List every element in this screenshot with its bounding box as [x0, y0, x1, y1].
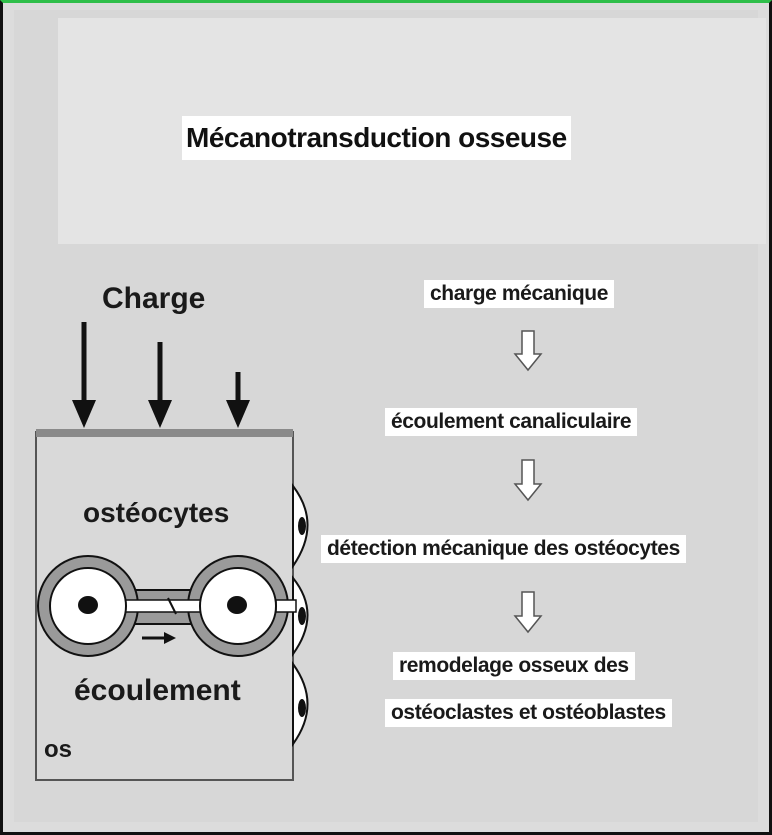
step-canalicular-flow: écoulement canaliculaire: [385, 408, 638, 436]
charge-label: Charge: [102, 282, 206, 315]
step-arrow-2: [513, 459, 543, 502]
osteocytes-label: ostéocytes: [83, 497, 230, 528]
step-bone-remodeling-line2: ostéoclastes et ostéoblastes: [385, 699, 672, 727]
lining-cells: [292, 483, 309, 748]
osteocyte-pair: [37, 555, 297, 657]
load-arrow-1: [72, 322, 96, 428]
diagram-title: Mécanotransduction osseuse: [182, 116, 571, 160]
bone-label: os: [44, 736, 73, 763]
flow-arrow: [142, 632, 176, 644]
flow-label: écoulement: [74, 674, 241, 707]
load-arrow-3: [226, 372, 250, 428]
step-bone-remodeling-line1: remodelage osseux des: [393, 652, 635, 680]
step-arrow-1: [513, 330, 543, 372]
step-arrow-3: [513, 591, 543, 634]
step-mechanical-load: charge mécanique: [424, 280, 615, 308]
bone-surface: [36, 429, 293, 437]
step-osteocyte-detection: détection mécanique des ostéocytes: [321, 535, 686, 563]
load-arrow-2: [148, 342, 172, 428]
